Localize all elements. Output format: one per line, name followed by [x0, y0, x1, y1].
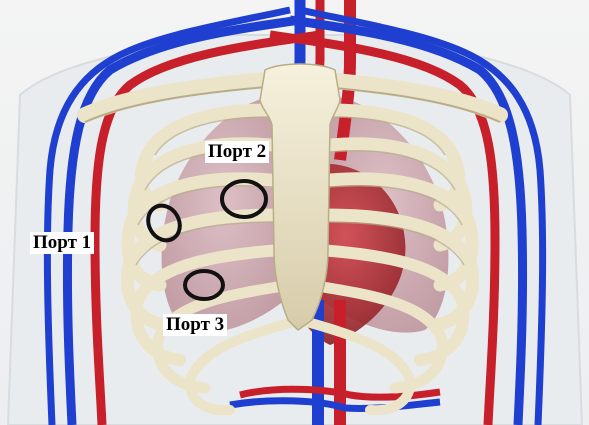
port-3-label: Порт 3 [163, 314, 227, 336]
port-2-label: Порт 2 [205, 141, 269, 163]
port-1-label: Порт 1 [30, 232, 94, 254]
